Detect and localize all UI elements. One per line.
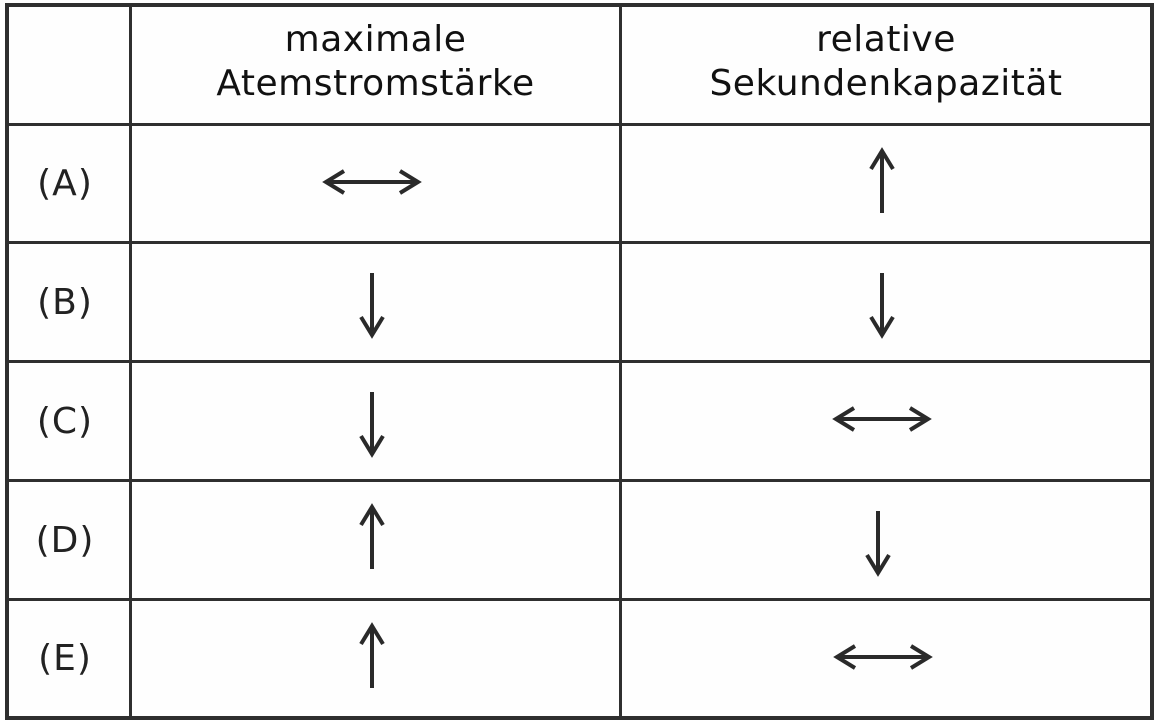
row-label-cell: (E) (9, 601, 132, 716)
header-max-atemstromstaerke: maximale Atemstromstärke (132, 7, 622, 126)
up-arrow-icon (869, 146, 895, 213)
header-empty-cell (9, 7, 132, 126)
row-label: (C) (36, 400, 94, 442)
table-cell (622, 244, 1150, 363)
row-label: (D) (35, 519, 95, 561)
row-label: (E) (38, 638, 92, 679)
table-cell (622, 482, 1150, 601)
down-arrow-icon (358, 273, 385, 339)
table-cell (132, 363, 622, 482)
row-label: (B) (37, 281, 93, 323)
left-right-arrow-icon (832, 406, 932, 432)
table-cell (622, 126, 1150, 244)
table-cell (622, 363, 1150, 482)
row-label: (A) (37, 163, 93, 204)
down-arrow-icon (869, 273, 895, 339)
up-arrow-icon (358, 621, 385, 688)
row-label-cell: (B) (9, 244, 132, 363)
table-cell (132, 126, 622, 244)
table-cell (132, 482, 622, 601)
row-label-cell: (D) (9, 482, 132, 601)
down-arrow-icon (865, 511, 891, 577)
row-label-cell: (C) (9, 363, 132, 482)
left-right-arrow-icon (321, 168, 422, 195)
table-cell (132, 244, 622, 363)
left-right-arrow-icon (833, 643, 933, 670)
header-rel-sekundenkapazitaet: relative Sekundenkapazität (622, 7, 1150, 126)
answer-options-table: maximale Atemstromstärke relative Sekund… (5, 3, 1154, 720)
table-cell (132, 601, 622, 716)
row-label-cell: (A) (9, 126, 132, 244)
table-cell (622, 601, 1150, 716)
up-arrow-icon (358, 503, 385, 569)
down-arrow-icon (358, 392, 385, 458)
column-header: relative Sekundenkapazität (709, 19, 1063, 104)
column-header: maximale Atemstromstärke (216, 19, 535, 104)
